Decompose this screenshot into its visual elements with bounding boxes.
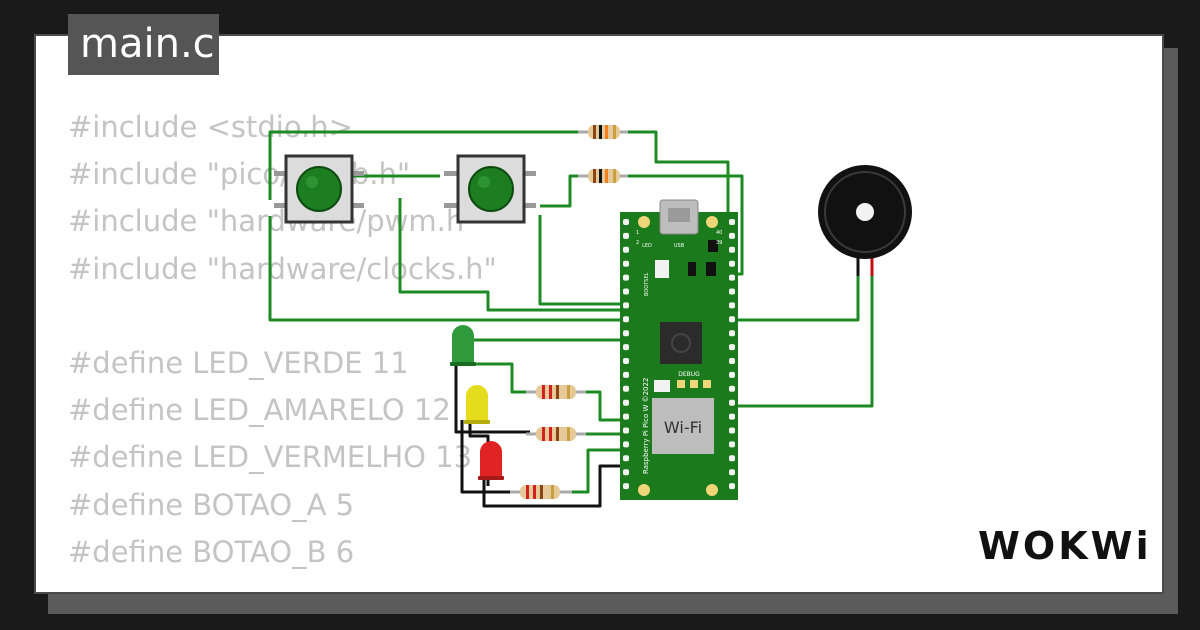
pin-hole[interactable] bbox=[623, 274, 629, 281]
pin-hole[interactable] bbox=[623, 469, 629, 476]
pin-hole[interactable] bbox=[729, 330, 735, 337]
debug-label: DEBUG bbox=[678, 371, 700, 378]
code-line: #define BOTAO_B 6 bbox=[68, 534, 355, 569]
pin-hole[interactable] bbox=[623, 219, 629, 225]
pin-hole[interactable] bbox=[729, 427, 735, 434]
pin-label: 2 bbox=[636, 240, 639, 246]
led-label: LED bbox=[642, 243, 652, 249]
led-leg bbox=[460, 420, 514, 494]
pin-hole[interactable] bbox=[623, 260, 629, 267]
wokwi-logo: WOKWi bbox=[978, 524, 1152, 568]
rp2040-chip bbox=[660, 322, 702, 364]
pin-label: 1 bbox=[636, 230, 639, 236]
resistor[interactable] bbox=[526, 385, 586, 399]
wire-buzzer-signal bbox=[730, 274, 874, 408]
pin-hole[interactable] bbox=[729, 358, 735, 364]
pin-hole[interactable] bbox=[623, 483, 629, 490]
pushbutton-b[interactable] bbox=[444, 154, 536, 224]
pin-hole[interactable] bbox=[623, 302, 629, 309]
pin-hole[interactable] bbox=[729, 413, 735, 420]
resistor[interactable] bbox=[578, 169, 628, 183]
pin-hole[interactable] bbox=[623, 232, 629, 239]
pin-hole[interactable] bbox=[623, 441, 629, 448]
wifi-module bbox=[652, 398, 714, 454]
pin-hole[interactable] bbox=[623, 371, 629, 378]
code-editor: #include <stdio.h> #include "pico/stdlib… bbox=[68, 104, 497, 576]
pin-hole[interactable] bbox=[623, 399, 629, 406]
button-cap[interactable] bbox=[468, 166, 514, 212]
bootsel-button[interactable] bbox=[655, 260, 669, 278]
code-line: #include "hardware/clocks.h" bbox=[68, 251, 497, 286]
pin-hole[interactable] bbox=[623, 427, 629, 434]
wire-resistor1-to-vbus bbox=[628, 130, 730, 212]
pin-hole[interactable] bbox=[729, 219, 735, 225]
code-line: #define LED_AMARELO 12 bbox=[68, 393, 451, 428]
led-green[interactable] bbox=[450, 325, 476, 366]
pin-hole[interactable] bbox=[729, 385, 735, 392]
led-body[interactable] bbox=[480, 441, 502, 478]
led-leg bbox=[454, 364, 530, 434]
led-body[interactable] bbox=[452, 325, 474, 364]
pin-label: 39 bbox=[716, 240, 722, 246]
pin-holes bbox=[623, 219, 735, 490]
pin-label: 40 bbox=[716, 230, 722, 236]
resistor[interactable] bbox=[578, 125, 628, 139]
code-line: #define LED_VERMELHO 13 bbox=[68, 440, 473, 475]
pin-hole[interactable] bbox=[623, 455, 629, 462]
button-cap[interactable] bbox=[296, 166, 342, 212]
wire-gnd-bus bbox=[468, 330, 622, 342]
pin-hole[interactable] bbox=[623, 316, 629, 323]
pin-hole[interactable] bbox=[623, 385, 629, 392]
pin-hole[interactable] bbox=[729, 260, 735, 267]
led-body[interactable] bbox=[466, 385, 488, 422]
board-side-label: Raspberry Pi Pico W ©2022 bbox=[642, 378, 650, 474]
wire-button-a-to-gp5 bbox=[268, 216, 622, 322]
pin-hole[interactable] bbox=[729, 232, 735, 239]
wire-button-a-to-resistor bbox=[268, 130, 578, 200]
debug-pads bbox=[677, 380, 711, 388]
pin-hole[interactable] bbox=[729, 483, 735, 490]
wire-button-b-to-resistor2 bbox=[540, 174, 578, 208]
resistor[interactable] bbox=[526, 427, 586, 441]
pin-hole[interactable] bbox=[623, 344, 629, 351]
led-yellow[interactable] bbox=[464, 385, 490, 424]
pin-hole[interactable] bbox=[729, 399, 735, 406]
pin-hole[interactable] bbox=[623, 288, 629, 295]
wire-green-led bbox=[470, 362, 530, 394]
code-line: #define BOTAO_A 5 bbox=[68, 487, 355, 522]
pin-hole[interactable] bbox=[729, 316, 735, 323]
pin-hole[interactable] bbox=[623, 246, 629, 253]
pin-hole[interactable] bbox=[623, 358, 629, 364]
pin-hole[interactable] bbox=[729, 302, 735, 309]
led-legs bbox=[454, 364, 622, 508]
usb-label: USB bbox=[674, 243, 685, 249]
wifi-label: Wi-Fi bbox=[664, 418, 702, 437]
resistor[interactable] bbox=[510, 485, 572, 499]
pin-hole[interactable] bbox=[623, 330, 629, 337]
wire-resistor5-to-gp13 bbox=[572, 448, 622, 494]
wire-resistor3-to-gp11 bbox=[584, 390, 622, 422]
pin-hole[interactable] bbox=[623, 413, 629, 420]
bootsel-label: BOOTSEL bbox=[644, 272, 650, 296]
pico-w-board[interactable]: Wi-Fi DEBUG LED USB 1 2 40 39 BOOTSEL Ra… bbox=[620, 199, 738, 500]
wire-button-b-gnd bbox=[538, 215, 622, 306]
led-leg bbox=[482, 464, 622, 508]
wire-button-b-to-gp6 bbox=[398, 198, 622, 312]
led-red[interactable] bbox=[478, 441, 504, 480]
pin-hole[interactable] bbox=[729, 455, 735, 462]
pushbutton-a[interactable] bbox=[274, 154, 364, 224]
code-line: #define LED_VERDE 11 bbox=[68, 345, 409, 380]
pin-hole[interactable] bbox=[729, 371, 735, 378]
pin-hole[interactable] bbox=[729, 469, 735, 476]
pin-hole[interactable] bbox=[729, 441, 735, 448]
file-tab[interactable]: main.c bbox=[68, 14, 219, 75]
code-line: #include <stdio.h> bbox=[68, 110, 353, 144]
buzzer[interactable] bbox=[818, 165, 912, 259]
pin-hole[interactable] bbox=[729, 288, 735, 295]
pin-hole[interactable] bbox=[729, 274, 735, 281]
wire-buzzer-gnd bbox=[730, 274, 860, 322]
pin-hole[interactable] bbox=[729, 246, 735, 253]
pin-hole[interactable] bbox=[729, 344, 735, 351]
